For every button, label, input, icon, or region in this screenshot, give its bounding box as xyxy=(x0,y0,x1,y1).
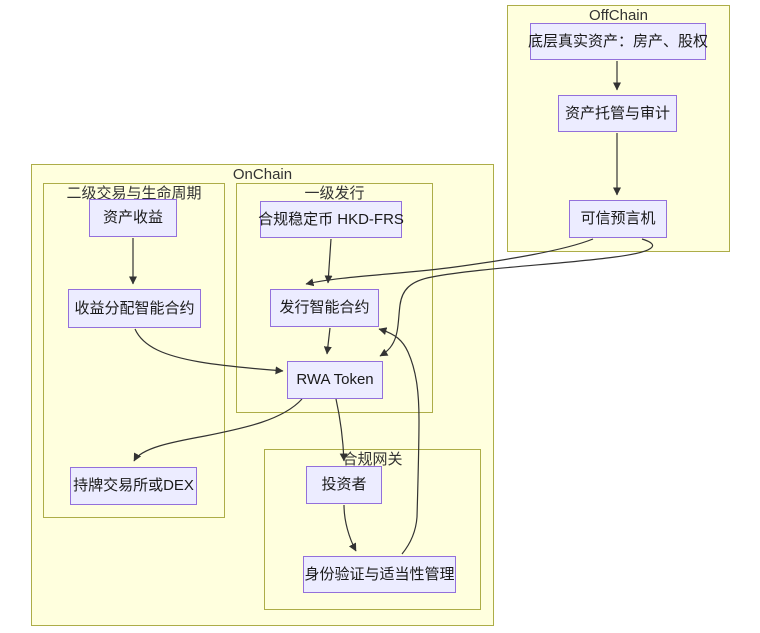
node-distribution-contract: 收益分配智能合约 xyxy=(68,289,201,328)
node-underlying-assets-label: 底层真实资产：房产、股权 xyxy=(528,32,709,50)
node-identity-mgmt: 身份验证与适当性管理 xyxy=(303,556,456,593)
node-custody-audit-label: 资产托管与审计 xyxy=(564,104,670,122)
node-rwa-token-label: RWA Token xyxy=(296,371,374,388)
subgraph-secondary-trading-title: 二级交易与生命周期 xyxy=(66,185,202,202)
node-issuance-contract: 发行智能合约 xyxy=(270,289,379,327)
node-exchange-dex: 持牌交易所或DEX xyxy=(70,467,197,505)
node-investor-label: 投资者 xyxy=(321,476,367,493)
node-oracle: 可信预言机 xyxy=(569,200,667,238)
node-custody-audit: 资产托管与审计 xyxy=(558,95,677,132)
node-investor: 投资者 xyxy=(306,466,382,504)
subgraph-primary-issuance-title: 一级发行 xyxy=(304,185,365,202)
node-oracle-label: 可信预言机 xyxy=(580,210,656,227)
node-asset-income: 资产收益 xyxy=(89,199,177,237)
node-stablecoin-label: 合规稳定币 HKD-FRS xyxy=(258,210,404,228)
node-rwa-token: RWA Token xyxy=(287,361,383,399)
node-distribution-contract-label: 收益分配智能合约 xyxy=(74,299,195,317)
node-underlying-assets: 底层真实资产：房产、股权 xyxy=(528,23,709,60)
subgraph-onchain-title: OnChain xyxy=(232,166,293,183)
subgraph-offchain-title: OffChain xyxy=(589,7,648,24)
node-issuance-contract-label: 发行智能合约 xyxy=(279,299,370,316)
node-identity-mgmt-label: 身份验证与适当性管理 xyxy=(304,565,455,583)
node-exchange-dex-label: 持牌交易所或DEX xyxy=(73,477,194,494)
node-stablecoin: 合规稳定币 HKD-FRS xyxy=(258,201,404,238)
node-asset-income-label: 资产收益 xyxy=(102,209,163,226)
